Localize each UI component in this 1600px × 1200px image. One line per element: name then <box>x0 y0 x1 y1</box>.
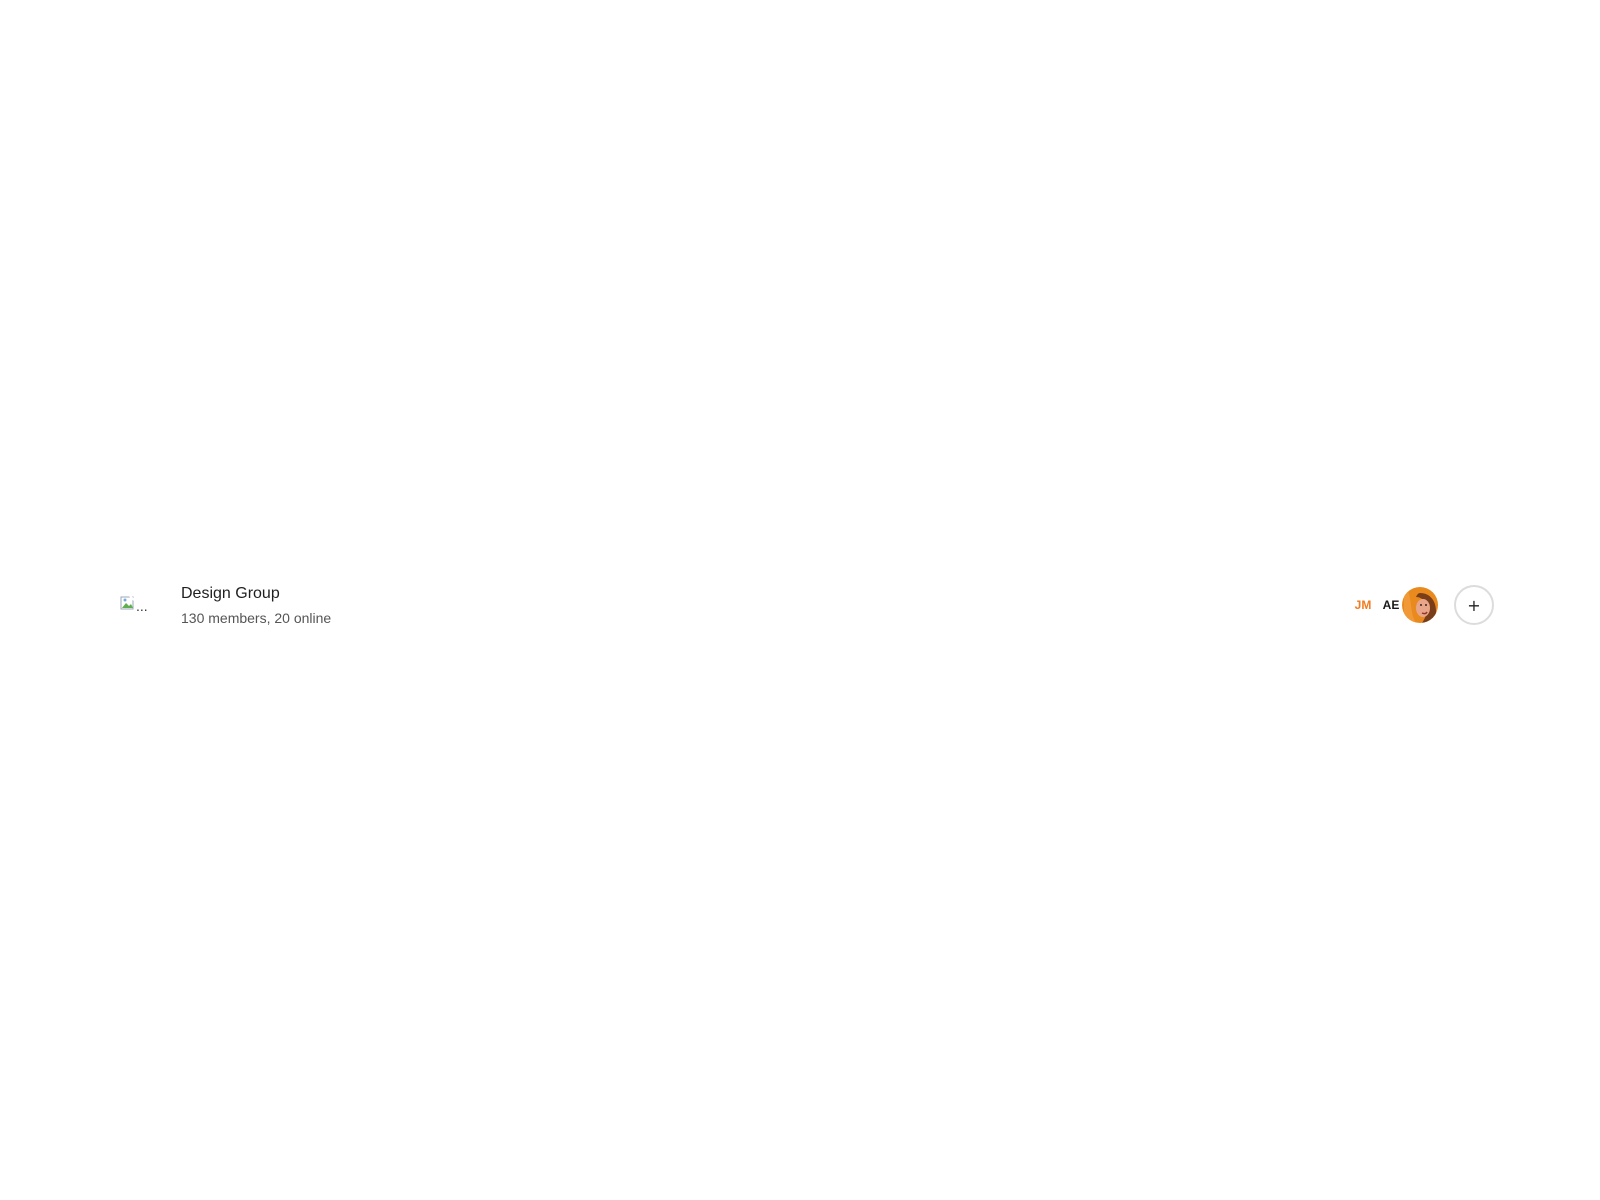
group-avatar-image: ... <box>120 585 160 625</box>
user-photo-icon <box>1402 587 1438 623</box>
group-actions: JM AE + <box>1349 585 1494 625</box>
group-row[interactable]: ... Design Group 130 members, 20 online … <box>120 579 1494 631</box>
member-avatar-stack[interactable]: JM AE <box>1349 587 1438 623</box>
group-info: ... Design Group 130 members, 20 online <box>120 583 331 628</box>
avatar-initials-ae: AE <box>1382 598 1400 612</box>
group-member-count: 130 members, 20 online <box>181 609 332 626</box>
plus-icon: + <box>1467 595 1481 615</box>
group-title: Design Group <box>181 584 280 602</box>
broken-image-icon <box>120 595 135 610</box>
avatar-photo-graphic <box>1402 587 1438 623</box>
avatar-initials-jm: JM <box>1354 598 1372 612</box>
image-alt-text: ... <box>136 598 148 614</box>
group-text: Design Group 130 members, 20 online <box>181 583 331 628</box>
add-member-button[interactable]: + <box>1454 585 1494 625</box>
